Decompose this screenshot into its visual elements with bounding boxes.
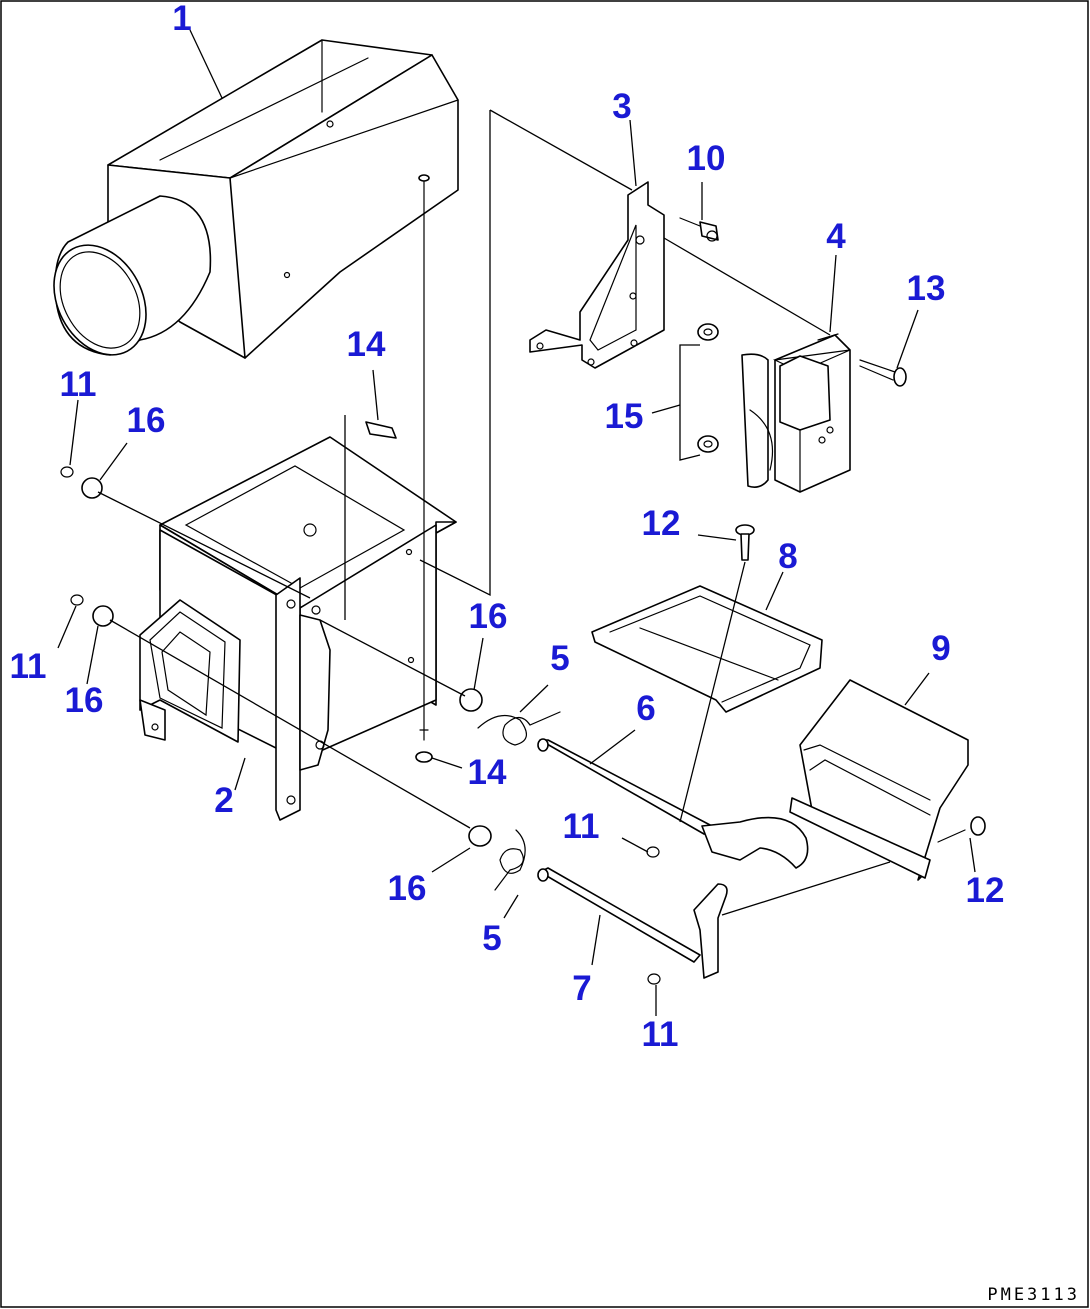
callout-16-d: 16 (388, 869, 427, 908)
callout-14-a: 14 (347, 325, 386, 364)
part-6-shaft-lever (537, 738, 809, 869)
part-13-screw (859, 359, 907, 387)
callout-11-c: 11 (563, 807, 600, 846)
callout-13: 13 (907, 269, 946, 308)
callout-12-b: 12 (966, 871, 1005, 910)
callout-16-a: 16 (127, 401, 166, 440)
callout-leaders (57, 29, 976, 1016)
part-1-duct-housing (53, 39, 459, 359)
callout-8: 8 (778, 537, 797, 576)
part-4-actuator-motor (741, 333, 851, 493)
callout-14-b: 14 (468, 753, 507, 792)
callout-5-upper: 5 (550, 639, 569, 678)
part-15-mount-bushings (679, 323, 719, 461)
part-10-screw (679, 217, 719, 242)
part-8-damper-plate (591, 585, 823, 713)
callout-16-c: 16 (469, 597, 508, 636)
part-14-bolts (365, 174, 433, 763)
callout-10: 10 (687, 139, 726, 178)
part-3-bracket (529, 181, 665, 369)
callout-2: 2 (214, 781, 233, 820)
callout-15: 15 (605, 397, 644, 436)
callout-6: 6 (636, 689, 655, 728)
part-2-heater-case (139, 436, 457, 821)
callout-labels: 1 2 3 4 5 5 6 7 8 9 10 11 11 11 11 12 12… (10, 0, 1005, 1054)
callout-9: 9 (931, 629, 950, 668)
assembly-lines (97, 109, 891, 916)
part-16-bushings (81, 477, 492, 847)
callout-1: 1 (172, 0, 191, 38)
part-7-shaft-lever (537, 867, 728, 979)
part-9-damper (789, 679, 969, 881)
drawing-code: PME3113 (987, 1285, 1080, 1305)
callout-4: 4 (826, 217, 846, 256)
callout-11-b: 11 (10, 647, 47, 686)
callout-12-a: 12 (642, 504, 681, 543)
callout-5-lower: 5 (482, 919, 501, 958)
callout-11-a: 11 (60, 365, 97, 404)
callout-11-d: 11 (642, 1015, 679, 1054)
callout-16-b: 16 (65, 681, 104, 720)
callout-3: 3 (612, 87, 631, 126)
callout-7: 7 (572, 969, 591, 1008)
part-12-screws (735, 524, 986, 843)
part-5-springs (477, 711, 561, 891)
